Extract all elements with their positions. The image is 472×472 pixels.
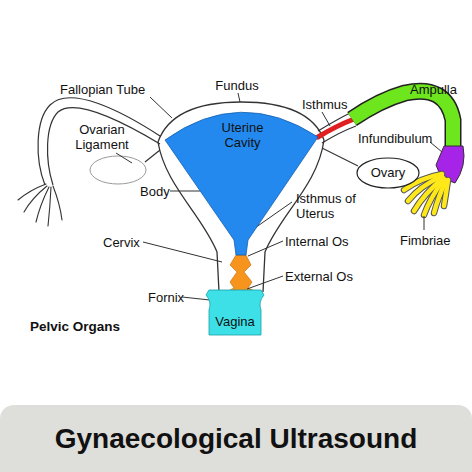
fimbria	[53, 186, 62, 220]
cervical-canal	[222, 255, 262, 294]
tube-outline	[48, 108, 160, 185]
vagina-node: Vagina	[203, 290, 267, 335]
cavity-shape	[165, 112, 318, 255]
node-label: Vagina	[205, 314, 265, 329]
leader-lines	[116, 93, 442, 300]
part-label: Fornix	[148, 290, 184, 305]
part-label: Infundibulum	[358, 131, 432, 146]
leader-line	[150, 97, 172, 118]
part-label: External Os	[285, 269, 353, 284]
node-label: Ovary	[358, 157, 418, 189]
tube-outline	[38, 98, 160, 185]
ovarian-ligament	[145, 150, 160, 162]
part-label: Fundus	[207, 78, 267, 93]
leader-line	[238, 93, 240, 102]
part-label: Fimbriae	[400, 233, 451, 248]
leader-line	[424, 216, 425, 230]
title-band: Gynaecological Ultrasound	[0, 405, 472, 472]
part-label: Ampulla	[410, 82, 457, 97]
leader-line	[247, 276, 283, 289]
ovarian-ligament	[322, 148, 358, 166]
isthmus-segment	[318, 119, 354, 137]
part-label: Isthmus of Uterus	[296, 191, 362, 221]
fimbria	[18, 184, 46, 200]
ampulla-outline	[352, 91, 453, 146]
ampulla-segment	[352, 91, 453, 146]
part-label: Ovarian Ligament	[66, 122, 138, 152]
leader-line	[116, 153, 132, 163]
part-label: Cervix	[103, 235, 140, 250]
part-label: Body	[140, 184, 170, 199]
leader-line	[248, 241, 283, 256]
part-label: Fallopian Tube	[60, 82, 145, 97]
ovary-shape	[357, 158, 419, 188]
vagina-shape	[206, 290, 264, 335]
leader-line	[143, 242, 222, 262]
leader-line	[170, 191, 200, 192]
ovary-node: Ovary	[356, 157, 420, 189]
left-ovary	[90, 156, 146, 184]
left-fimbriae	[18, 184, 62, 226]
fimbria	[48, 187, 51, 226]
part-label: Isthmus	[302, 97, 348, 112]
node-label: Uterine Cavity	[211, 120, 275, 150]
fimbria	[444, 180, 448, 206]
figure-label: Pelvic Organs	[30, 319, 120, 334]
part-label: Internal Os	[285, 234, 349, 249]
leader-line	[322, 112, 330, 126]
fimbria	[36, 187, 49, 222]
leader-line	[182, 297, 210, 300]
title: Gynaecological Ultrasound	[55, 423, 418, 455]
